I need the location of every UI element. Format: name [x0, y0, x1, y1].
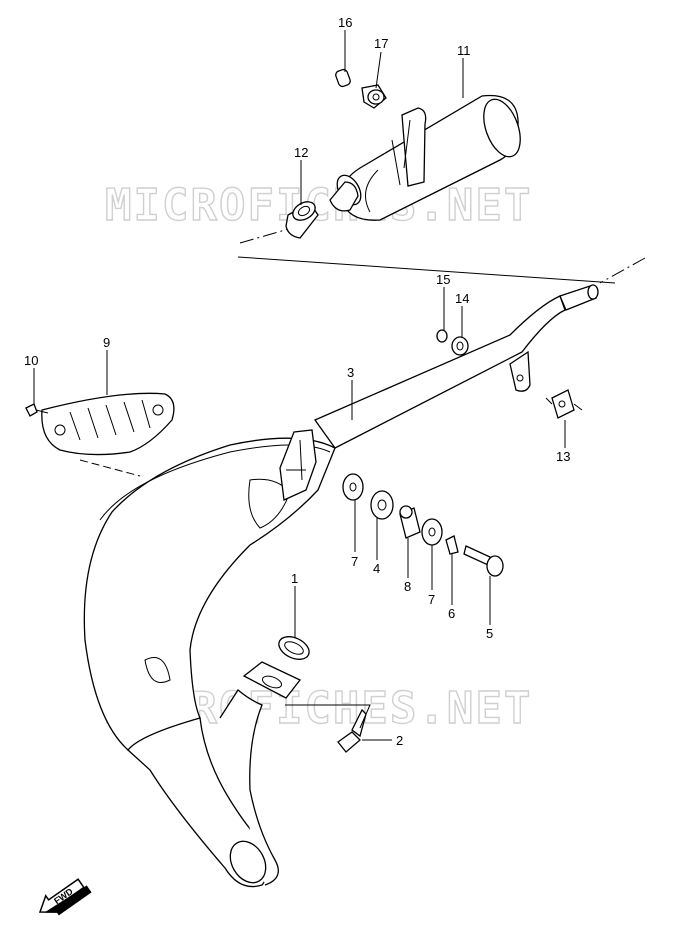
callout-1: 1	[291, 571, 298, 586]
callout-3: 3	[347, 365, 354, 380]
damper-part-13[interactable]	[545, 389, 583, 419]
callout-15: 15	[436, 272, 450, 287]
callout-8: 8	[404, 579, 411, 594]
callout-9: 9	[103, 335, 110, 350]
callout-4: 4	[373, 561, 380, 576]
gasket-part-1[interactable]	[275, 632, 312, 664]
callout-11: 11	[457, 43, 471, 58]
rubber-part-17[interactable]	[361, 84, 387, 109]
callout-labels: 16 17 11 12 15 14 9 10 3 13 7 4 8 7 6 5 …	[24, 15, 570, 748]
callout-2: 2	[396, 733, 403, 748]
callout-16: 16	[338, 15, 352, 30]
cushion-part-4[interactable]	[370, 490, 394, 520]
callout-6: 6	[448, 606, 455, 621]
callout-14: 14	[455, 291, 469, 306]
callout-7b: 7	[428, 592, 435, 607]
callout-17: 17	[374, 36, 388, 51]
washer-part-6[interactable]	[445, 535, 459, 555]
callout-7a: 7	[351, 554, 358, 569]
washer-part-7b[interactable]	[421, 518, 443, 546]
watermark-top: MICROFICHES.NET	[105, 180, 532, 231]
silencer-part-11[interactable]	[329, 94, 527, 221]
washer-part-14[interactable]	[451, 336, 469, 356]
exhaust-pipe-part-3[interactable]	[83, 284, 599, 889]
washer-part-7a[interactable]	[342, 473, 364, 501]
fwd-arrow-icon: FWD	[38, 878, 92, 916]
leader-lines	[33, 30, 566, 741]
muffler-group-separator	[237, 227, 646, 284]
pin-part-16[interactable]	[335, 68, 352, 88]
callout-12: 12	[294, 145, 308, 160]
callout-5: 5	[486, 626, 493, 641]
callout-13: 13	[556, 449, 570, 464]
bolt-part-2[interactable]	[337, 708, 367, 753]
grommet-part-12[interactable]	[285, 198, 319, 239]
collar-part-8[interactable]	[399, 505, 421, 539]
bolt-part-10[interactable]	[25, 403, 49, 417]
callout-10: 10	[24, 353, 38, 368]
nut-part-15[interactable]	[436, 329, 448, 343]
bolt-part-5[interactable]	[463, 545, 504, 577]
heat-guard-part-9[interactable]	[41, 392, 175, 456]
